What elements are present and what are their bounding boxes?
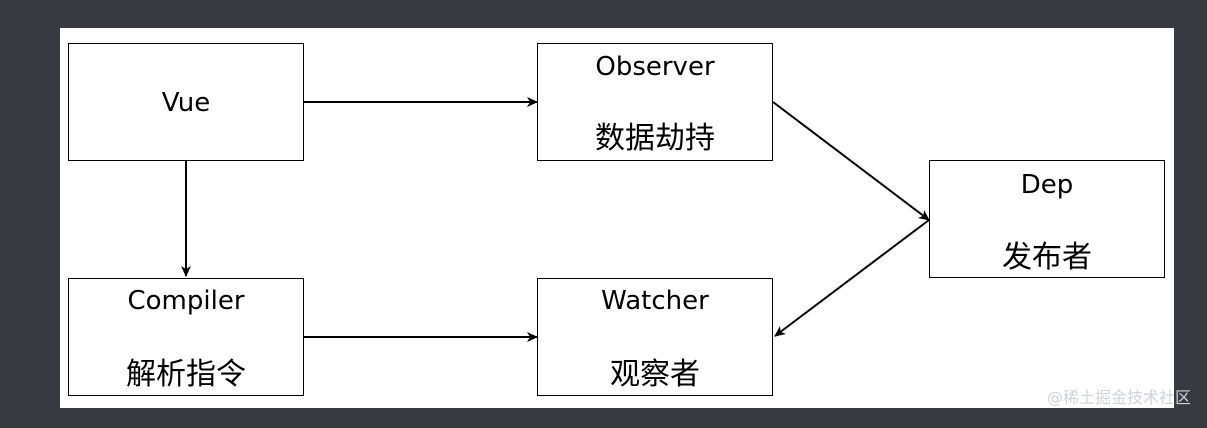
watcher-node-subtitle: 观察者 <box>610 357 700 392</box>
watermark: @稀土掘金技术社区 <box>1046 388 1191 407</box>
observer-node-title: Observer <box>595 52 715 82</box>
dep-node-subtitle: 发布者 <box>1002 240 1092 275</box>
edge-dep-to-watcher <box>774 219 930 337</box>
edge-observer-to-dep <box>772 101 930 221</box>
vue-node: Vue <box>68 43 304 161</box>
vue-node-title: Vue <box>161 88 211 118</box>
compiler-node: Compiler 解析指令 <box>68 278 304 396</box>
watcher-node: Watcher 观察者 <box>537 278 773 396</box>
dep-node: Dep 发布者 <box>929 160 1165 278</box>
watcher-node-title: Watcher <box>601 286 709 316</box>
observer-node-subtitle: 数据劫持 <box>595 121 715 156</box>
dep-node-title: Dep <box>1020 170 1074 200</box>
compiler-node-subtitle: 解析指令 <box>126 357 246 392</box>
compiler-node-title: Compiler <box>127 286 245 316</box>
observer-node: Observer 数据劫持 <box>537 43 773 161</box>
